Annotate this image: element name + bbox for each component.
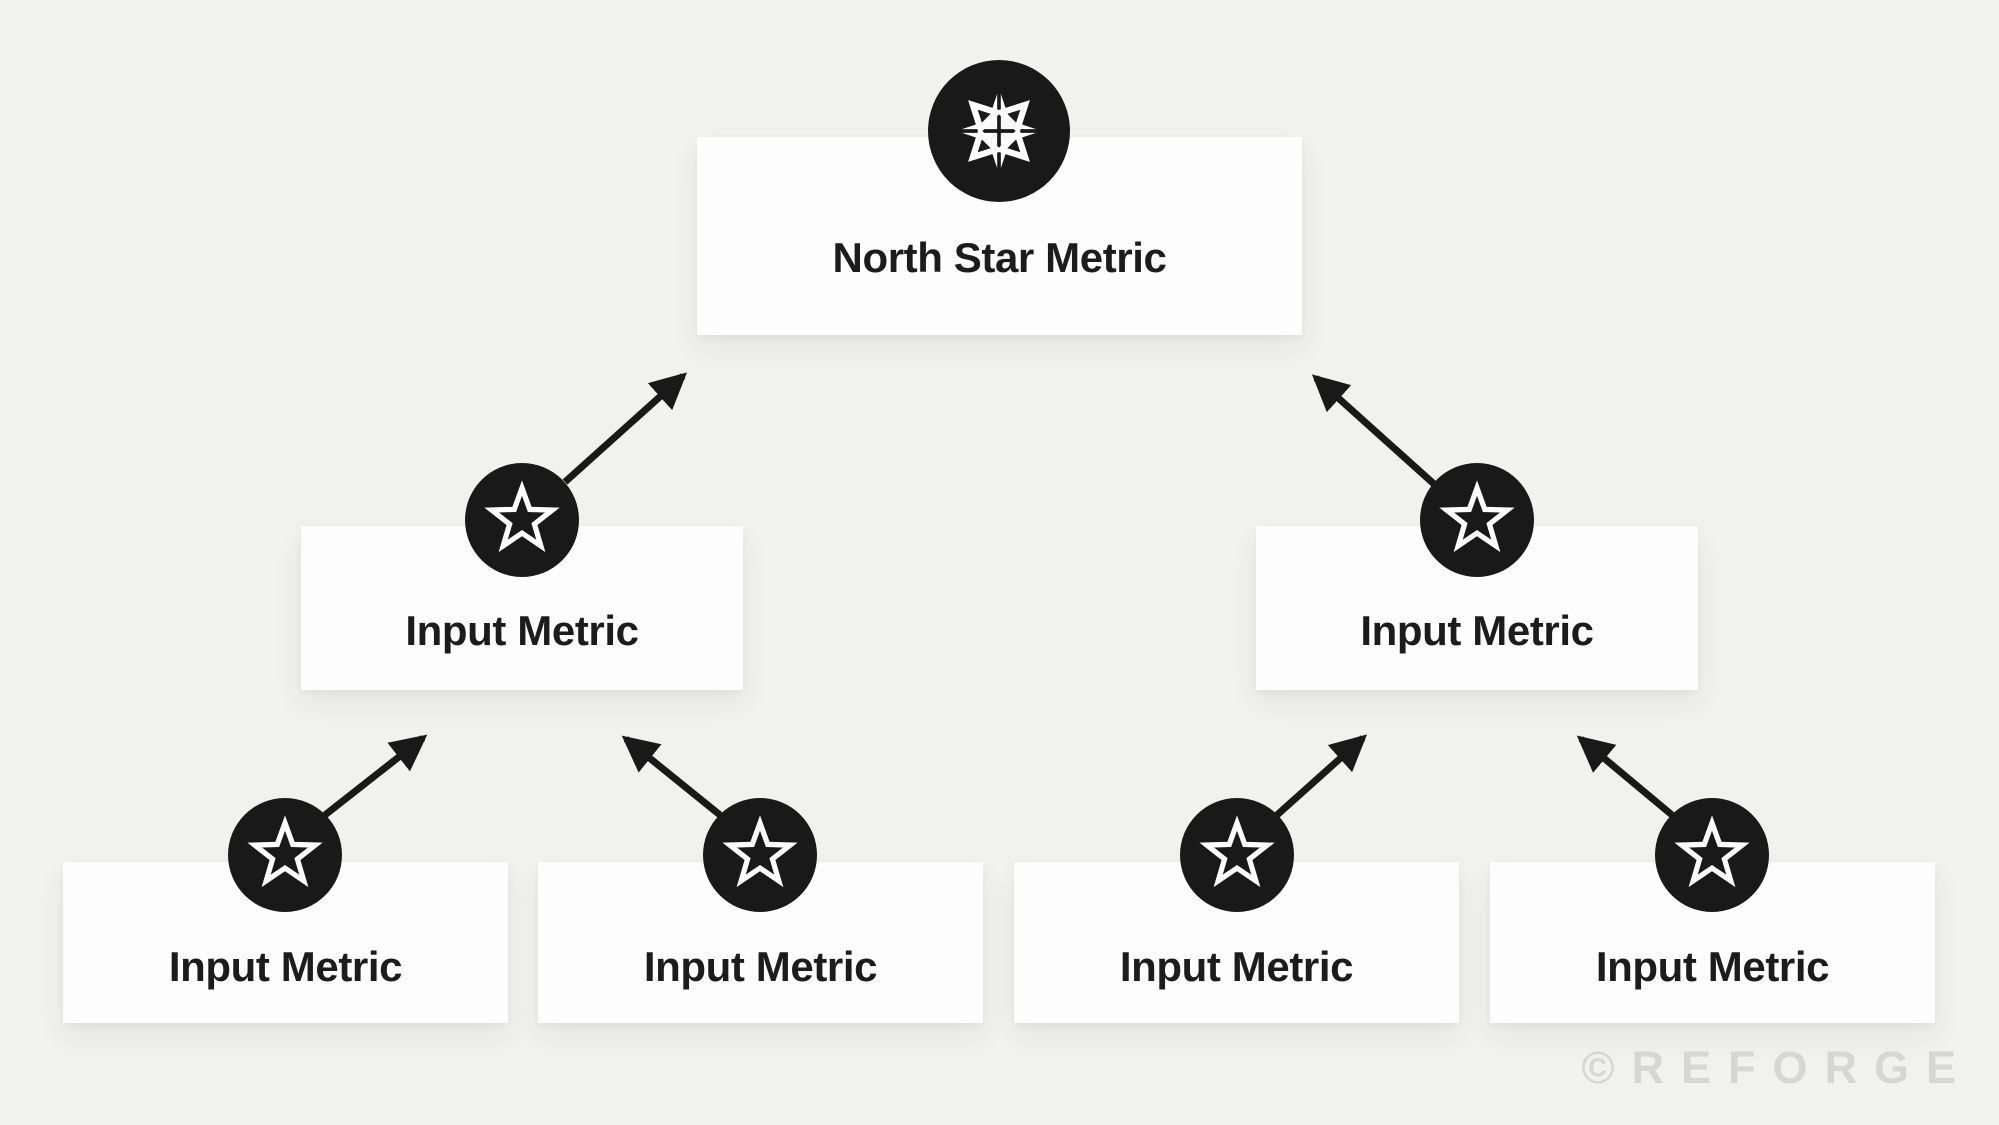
- star-icon: [1420, 463, 1534, 577]
- node-label: North Star Metric: [832, 234, 1167, 281]
- node-input-metric-mid-right: Input Metric: [1256, 526, 1698, 690]
- star-icon: [1180, 798, 1294, 912]
- arrow-midleft-to-northstar: [562, 372, 688, 485]
- star-icon: [1655, 798, 1769, 912]
- node-label: Input Metric: [643, 943, 878, 990]
- node-label: Input Metric: [168, 943, 403, 990]
- north-star-compass-icon: [928, 60, 1070, 202]
- node-label: Input Metric: [1360, 607, 1594, 654]
- star-icon: [703, 798, 817, 912]
- node-label: Input Metric: [405, 607, 639, 654]
- star-icon: [465, 463, 579, 577]
- arrow-midright-to-northstar: [1311, 374, 1437, 487]
- star-icon: [228, 798, 342, 912]
- reforge-watermark: ©REFORGE: [1581, 1042, 1973, 1093]
- node-label: Input Metric: [1595, 943, 1830, 990]
- node-label: Input Metric: [1119, 943, 1354, 990]
- node-north-star-metric: North Star Metric: [697, 137, 1302, 335]
